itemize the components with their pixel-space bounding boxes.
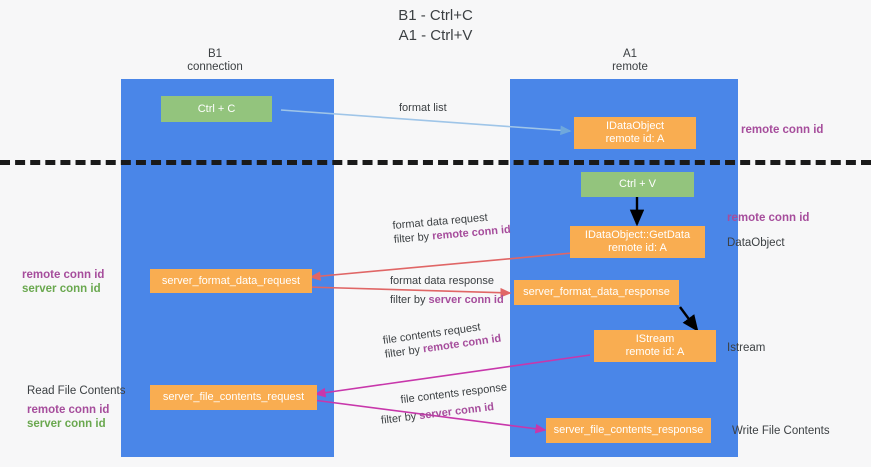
filter-prefix-4: filter by — [380, 410, 421, 427]
label-left-remote-conn-id: remote conn id — [22, 269, 105, 281]
arrow-label-file-contents-request: file contents request filter by remote c… — [382, 318, 502, 362]
arrow-label-format-list: format list — [399, 102, 447, 114]
label-remote-conn-id-top: remote conn id — [741, 124, 824, 136]
filter-prefix-3: filter by — [384, 343, 424, 361]
arrow-label-format-data-response: format data response filter by server co… — [390, 274, 504, 307]
box-getdata-line1: IDataObject::GetData — [584, 229, 691, 241]
box-ctrl-c[interactable]: Ctrl + C — [161, 96, 272, 122]
box-idataobject-line1: IDataObject — [605, 120, 665, 132]
box-server-format-data-request[interactable]: server_format_data_request — [150, 269, 312, 293]
column-header-a1-line2: remote — [612, 61, 648, 73]
box-istream[interactable]: IStream remote id: A — [594, 330, 716, 362]
box-server-file-contents-request[interactable]: server_file_contents_request — [150, 385, 317, 410]
box-getdata-line2: remote id: A — [608, 242, 667, 254]
box-server-format-data-response[interactable]: server_format_data_response — [514, 280, 679, 305]
arrow-label-file-contents-response-filter: filter by server conn id — [380, 398, 510, 428]
label-remote-conn-id-mid: remote conn id — [727, 212, 810, 224]
filter-key-server-conn-id: server conn id — [428, 294, 504, 306]
label-left-remote-conn-id-2: remote conn id — [27, 404, 110, 416]
diagram-title: B1 - Ctrl+C A1 - Ctrl+V — [0, 6, 871, 46]
section-divider — [0, 160, 871, 165]
box-idataobject-line2: remote id: A — [605, 133, 665, 145]
filter-key-server-conn-id-2: server conn id — [418, 400, 495, 423]
column-header-b1: B1 connection — [140, 48, 290, 74]
title-line-2: A1 - Ctrl+V — [398, 27, 473, 44]
arrow-label-file-contents-response: file contents response filter by server … — [378, 380, 510, 427]
label-dataobject: DataObject — [727, 237, 785, 249]
arrow-label-format-data-response-filter: filter by server conn id — [390, 293, 504, 307]
label-istream: Istream — [727, 342, 766, 354]
title-line-1: B1 - Ctrl+C — [398, 7, 473, 24]
box-ctrl-v[interactable]: Ctrl + V — [581, 172, 694, 197]
label-write-file-contents: Write File Contents — [732, 425, 830, 437]
box-istream-line1: IStream — [635, 333, 675, 345]
arrow-label-format-data-response-text: format data response — [390, 275, 494, 287]
column-header-a1-line1: A1 — [622, 48, 638, 60]
column-header-a1: A1 remote — [555, 48, 705, 74]
box-idataobject[interactable]: IDataObject remote id: A — [574, 117, 696, 149]
filter-prefix: filter by — [393, 230, 433, 246]
box-istream-line2: remote id: A — [625, 346, 685, 358]
filter-prefix-2: filter by — [390, 294, 429, 306]
column-header-b1-line2: connection — [187, 61, 243, 73]
label-left-server-conn-id: server conn id — [22, 283, 101, 295]
label-left-server-conn-id-2: server conn id — [27, 418, 106, 430]
arrow-label-format-data-request: format data request filter by remote con… — [392, 209, 511, 247]
label-read-file-contents: Read File Contents — [27, 385, 126, 397]
box-server-file-contents-response[interactable]: server_file_contents_response — [546, 418, 711, 443]
column-header-b1-line1: B1 — [207, 48, 223, 60]
box-idataobject-getdata[interactable]: IDataObject::GetData remote id: A — [570, 226, 705, 258]
